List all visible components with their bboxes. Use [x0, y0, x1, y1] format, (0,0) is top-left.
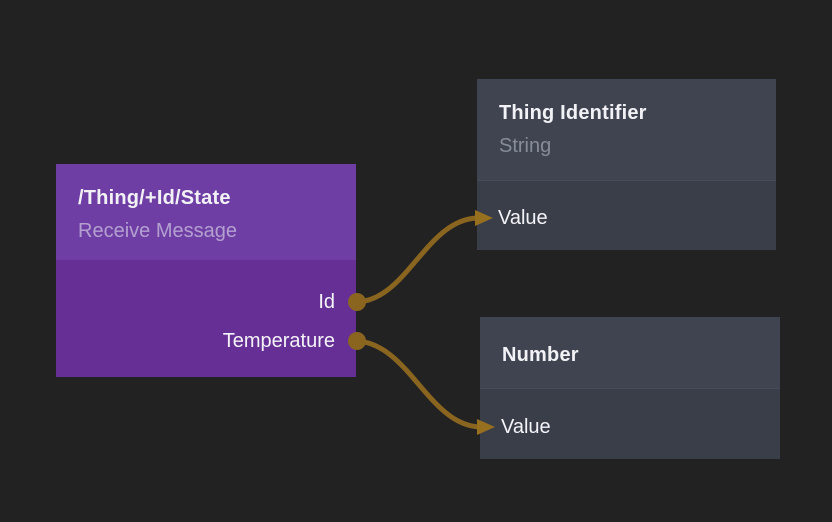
node-subtitle: String: [499, 135, 552, 157]
wire-temperature-to-number-value[interactable]: [356, 338, 480, 430]
node-number[interactable]: Number Value: [480, 317, 780, 459]
wire-id-to-thing-value[interactable]: [356, 215, 478, 305]
output-port-id[interactable]: [348, 293, 366, 311]
node-subtitle: Receive Message: [78, 220, 237, 242]
output-port-temperature[interactable]: [348, 332, 366, 350]
input-label-value: Value: [501, 416, 551, 438]
node-number-header: Number: [480, 317, 780, 388]
output-label-temperature: Temperature: [222, 330, 335, 352]
node-receive-message[interactable]: /Thing/+Id/State Receive Message Id Temp…: [56, 164, 356, 377]
node-title: /Thing/+Id/State: [78, 187, 231, 209]
node-thing-identifier-body: [477, 180, 776, 250]
node-thing-identifier[interactable]: Thing Identifier String Value: [477, 79, 776, 250]
output-label-id: Id: [318, 291, 335, 313]
node-title: Number: [502, 344, 579, 366]
node-receive-message-header: /Thing/+Id/State Receive Message: [56, 164, 356, 260]
input-label-value: Value: [498, 207, 548, 229]
node-receive-message-body: [56, 260, 356, 377]
node-title: Thing Identifier: [499, 102, 647, 124]
node-number-body: [480, 388, 780, 459]
node-thing-identifier-header: Thing Identifier String: [477, 79, 776, 180]
